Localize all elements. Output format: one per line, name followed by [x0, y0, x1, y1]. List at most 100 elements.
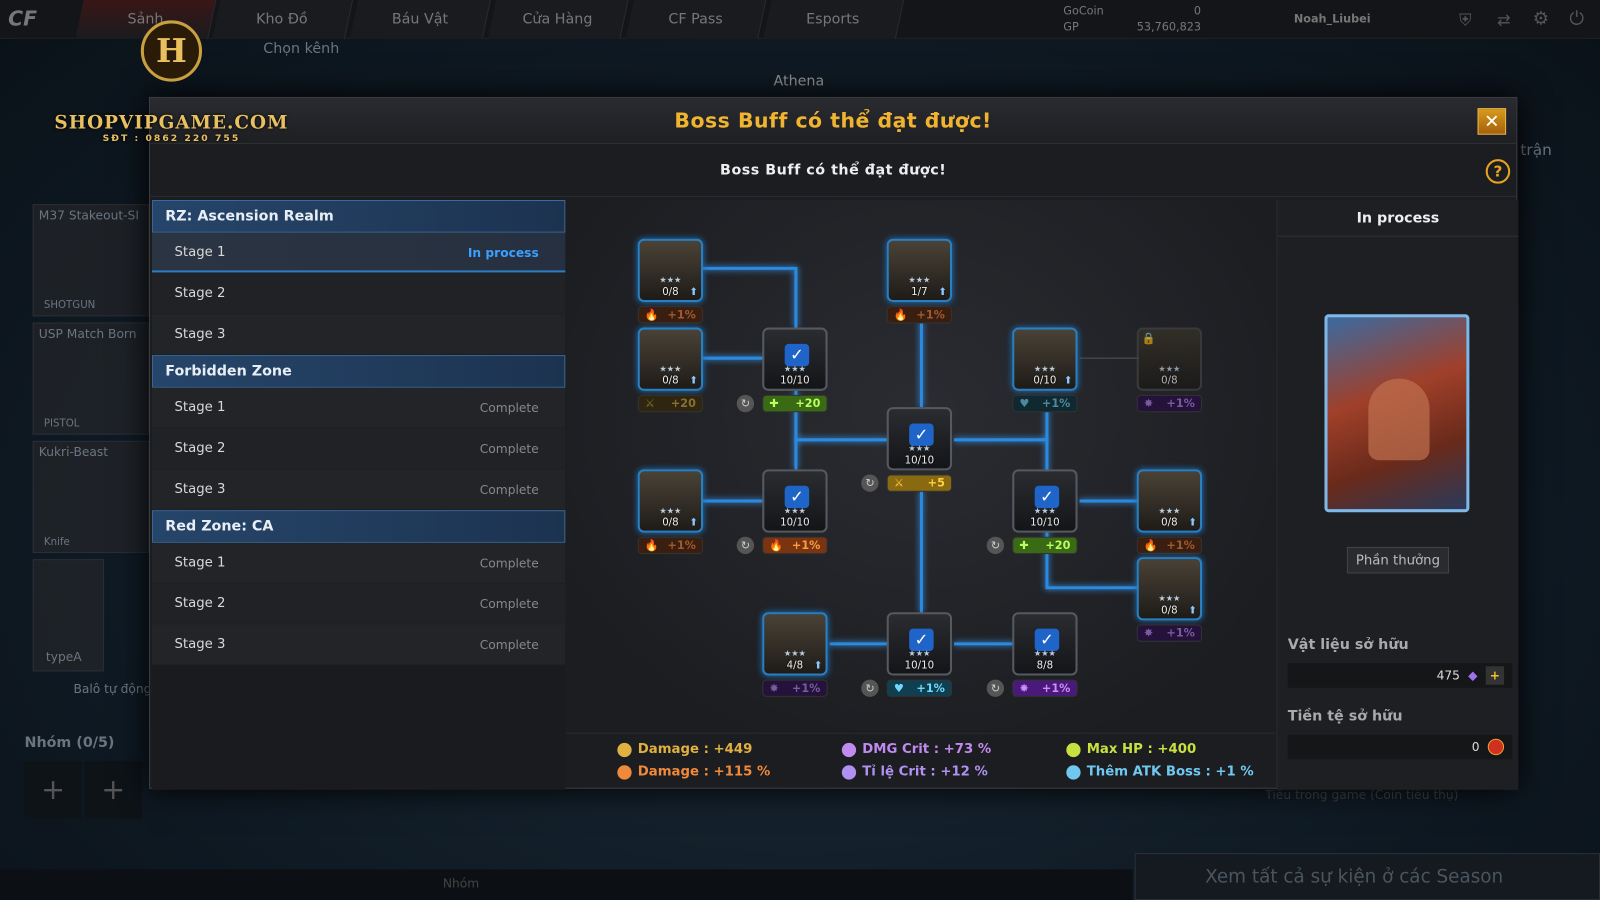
node-progress: 10/10 [904, 455, 935, 467]
close-button[interactable]: ✕ [1477, 108, 1507, 135]
character-slot[interactable]: typeA [32, 559, 105, 672]
buff-badge: ♥+1% [1012, 394, 1078, 413]
weapon-icon: ⚔ [644, 396, 655, 411]
watermark-logo: H SHOPVIPGAME.COM SĐT : 0862 220 755 [49, 20, 294, 158]
boss-reward-card[interactable] [1324, 314, 1470, 513]
buff-node[interactable]: ★★★0/8⬆ [637, 327, 704, 391]
node-progress: 0/8 [662, 517, 679, 529]
weapon-slot-pistol[interactable]: USP Match Born PISTOL [32, 322, 149, 435]
node-progress: 8/8 [1036, 660, 1054, 672]
stage-row[interactable]: Stage 2 [152, 273, 566, 315]
buff-node[interactable]: ★★★1/7⬆ [886, 238, 953, 303]
buff-value: +1% [667, 308, 696, 322]
gocoin-value: 0 [1193, 4, 1202, 18]
character-portrait [1368, 378, 1430, 461]
shield-icon[interactable]: ⛨ [1459, 10, 1472, 30]
materials-box: 475 ◆ + [1287, 663, 1513, 688]
channel-select[interactable]: Chọn kênh [263, 40, 340, 58]
reset-icon[interactable]: ↻ [736, 394, 755, 413]
buff-node[interactable]: ✓★★★10/10 [762, 327, 828, 391]
stage-group-header[interactable]: Red Zone: CA [152, 510, 566, 543]
reset-icon[interactable]: ↻ [736, 536, 755, 555]
weapon-slot-primary[interactable]: M37 Stakeout-SI SHOTGUN [32, 204, 149, 317]
username[interactable]: Noah_Liubei [1293, 12, 1371, 26]
buff-badge: ♥+1% [886, 679, 953, 697]
auto-backpack-toggle[interactable]: Balô tự động [73, 681, 152, 696]
nav-tab-label: Esports [806, 11, 860, 28]
weapon-name: USP Match Born [38, 326, 137, 341]
stars-icon: ★★★ [908, 648, 931, 659]
buff-node[interactable]: ✓★★★10/10 [762, 469, 828, 533]
gear-icon[interactable]: ⚙ [1532, 8, 1550, 30]
buff-value: +20 [795, 396, 821, 411]
reset-icon[interactable]: ↻ [986, 679, 1005, 697]
stage-row[interactable]: Stage 3 [152, 314, 566, 356]
stage-group-header[interactable]: Forbidden Zone [152, 355, 566, 388]
buff-node[interactable]: ★★★0/8⬆ [637, 469, 704, 533]
upgrade-arrow-icon: ⬆ [689, 286, 698, 298]
buff-node[interactable]: ★★★4/8⬆ [762, 612, 828, 676]
cf-logo: CF [8, 6, 38, 31]
coin-icon [1487, 738, 1505, 756]
help-icon[interactable]: ? [1485, 159, 1511, 184]
stars-icon: ★★★ [659, 506, 682, 516]
node-progress: 1/7 [911, 286, 928, 298]
node-progress: 0/8 [662, 286, 679, 298]
lock-icon: 🔒 [1141, 331, 1156, 345]
exit-icon[interactable]: ⇄ [1496, 10, 1511, 30]
nav-tab-treasure[interactable]: Báu Vật [349, 0, 491, 39]
power-icon[interactable]: ⏻ [1569, 8, 1584, 30]
stars-icon: ★★★ [1033, 506, 1056, 516]
weapon-name: Kukri-Beast [38, 444, 109, 460]
crit-icon [841, 742, 857, 757]
buff-node[interactable]: ✓★★★10/10 [886, 407, 953, 471]
buff-node[interactable]: 🔒★★★0/8 [1136, 327, 1203, 391]
bottom-team-label[interactable]: Nhóm [442, 876, 480, 891]
reward-button[interactable]: Phần thưởng [1346, 546, 1449, 574]
nav-tab-shop[interactable]: Cửa Hàng [487, 0, 629, 39]
buff-node[interactable]: ★★★0/8⬆ [1136, 557, 1203, 621]
nav-tab-esports[interactable]: Esports [763, 0, 905, 39]
stage-label: Stage 1 [174, 399, 226, 416]
fire-icon: 🔥 [769, 538, 784, 553]
match-tab[interactable]: trận [1520, 140, 1552, 160]
reset-icon[interactable]: ↻ [861, 679, 879, 697]
server-name: Athena [773, 73, 825, 90]
buff-node[interactable]: ✓★★★8/8 [1012, 612, 1078, 676]
stage-group-header[interactable]: RZ: Ascension Realm [152, 199, 566, 233]
buff-badge: ✚+20 [762, 394, 828, 413]
bottom-bar: Nhóm [0, 869, 1133, 900]
season-events-banner[interactable]: Xem tất cả sự kiện ở các Season [1134, 853, 1600, 900]
buff-value: +5 [927, 476, 945, 490]
buff-node[interactable]: ★★★0/8⬆ [1136, 469, 1203, 533]
currency-box: 0 [1287, 734, 1513, 760]
buff-value: +1% [1166, 538, 1195, 553]
add-team-member-button[interactable]: + [84, 761, 142, 819]
reset-icon[interactable]: ↻ [986, 536, 1005, 555]
stars-icon: ★★★ [783, 364, 806, 374]
stars-icon: ★★★ [659, 364, 682, 374]
buff-node[interactable]: ✓★★★10/10 [886, 612, 953, 676]
add-materials-button[interactable]: + [1485, 666, 1505, 685]
buff-node[interactable]: ✓★★★10/10 [1012, 469, 1078, 533]
nav-tab-cfpass[interactable]: CF Pass [625, 0, 767, 39]
buff-node[interactable]: ★★★0/8⬆ [637, 238, 704, 303]
add-team-member-button[interactable]: + [24, 761, 82, 819]
upgrade-arrow-icon: ⬆ [938, 286, 947, 298]
gp-value: 53,760,823 [1136, 20, 1201, 34]
node-progress: 0/10 [1033, 375, 1057, 387]
buff-total-stat: Tỉ lệ Crit : +12 % [841, 764, 988, 780]
stage-label: Stage 3 [174, 326, 226, 342]
weapon-slot-knife[interactable]: Kukri-Beast Knife [32, 440, 149, 554]
reset-icon[interactable]: ↻ [861, 474, 879, 492]
buff-node[interactable]: ★★★0/10⬆ [1012, 327, 1078, 391]
buff-tree: ★★★0/8⬆🔥+1%★★★1/7⬆🔥+1%★★★0/8⬆⚔+20✓★★★10/… [566, 199, 1276, 731]
